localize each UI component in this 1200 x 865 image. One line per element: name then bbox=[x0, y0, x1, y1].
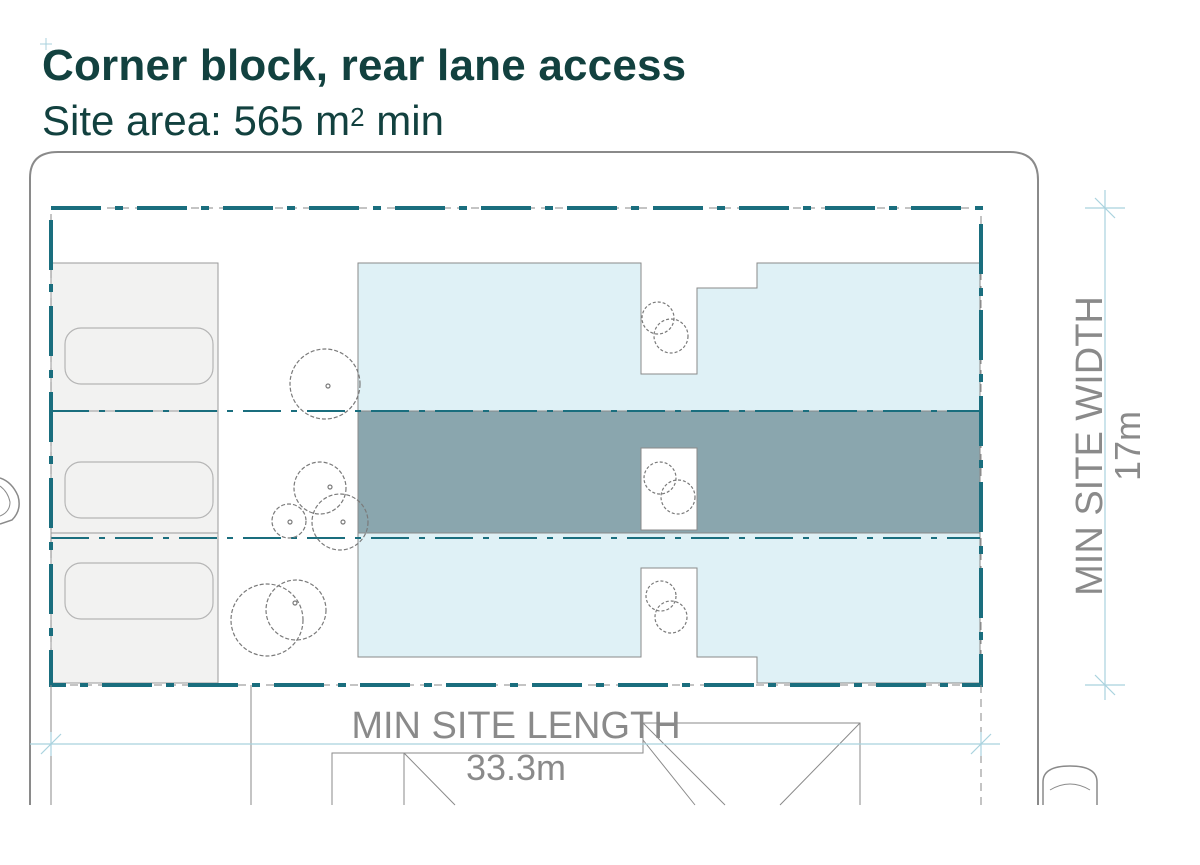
partial-car-left-detail bbox=[0, 485, 11, 517]
page-title: Corner block, rear lane access bbox=[42, 41, 687, 90]
site-area-unit: min bbox=[364, 97, 444, 144]
block-outline bbox=[29, 151, 1039, 805]
tree-icon bbox=[289, 348, 361, 420]
tree-trunk bbox=[327, 484, 333, 490]
tree-icon bbox=[293, 461, 347, 515]
corner-tick-mark bbox=[40, 38, 52, 50]
courtyard-middle bbox=[640, 447, 698, 531]
tree-trunk bbox=[325, 383, 331, 389]
tree-icon bbox=[653, 318, 689, 354]
width-dimension-label: MIN SITE WIDTH bbox=[1069, 296, 1111, 596]
tree-icon bbox=[654, 600, 688, 634]
lot-bottom-light bbox=[357, 532, 981, 684]
tree-icon bbox=[641, 301, 675, 335]
length-dimension-slash-left bbox=[40, 733, 62, 755]
tree-icon bbox=[230, 583, 304, 657]
site-area-text: Site area: 565 m bbox=[42, 97, 351, 144]
site-area-subtitle: Site area: 565 m2 min bbox=[42, 95, 444, 147]
tree-trunk bbox=[287, 519, 293, 525]
tree-icon bbox=[660, 479, 696, 515]
partial-car-left-icon bbox=[0, 477, 20, 525]
length-dimension-label: MIN SITE LENGTH bbox=[351, 705, 680, 747]
neighbour-lots bbox=[50, 685, 982, 806]
tree-icon bbox=[265, 579, 327, 641]
trees-group bbox=[230, 301, 696, 657]
neighbour-house-outline bbox=[331, 722, 861, 805]
tree-trunk bbox=[292, 600, 298, 606]
neighbour-roof-hips bbox=[642, 722, 861, 806]
site-boundary-dashed bbox=[49, 206, 983, 687]
car-outline-2 bbox=[64, 461, 214, 519]
garage-strip bbox=[50, 262, 219, 684]
site-area-superscript: 2 bbox=[350, 102, 365, 132]
tree-icon bbox=[645, 580, 677, 612]
car-outline-3 bbox=[64, 562, 214, 620]
lot-top-light bbox=[357, 262, 981, 412]
length-dimension-value: 33.3m bbox=[466, 747, 566, 788]
tree-icon bbox=[643, 461, 677, 495]
tree-trunk bbox=[340, 519, 346, 525]
tree-icon bbox=[271, 503, 307, 539]
tree-icon bbox=[311, 493, 369, 551]
width-dimension-slash-bottom bbox=[1094, 674, 1116, 696]
car-outline-1 bbox=[64, 327, 214, 385]
length-dimension-slash-right bbox=[970, 733, 992, 755]
width-dimension-value: 17m bbox=[1107, 411, 1148, 481]
partial-car-right-detail bbox=[1049, 783, 1091, 791]
width-dimension-slash-top bbox=[1094, 197, 1116, 219]
partial-car-right-icon bbox=[1042, 765, 1098, 805]
neighbour-roof-left bbox=[403, 752, 456, 806]
